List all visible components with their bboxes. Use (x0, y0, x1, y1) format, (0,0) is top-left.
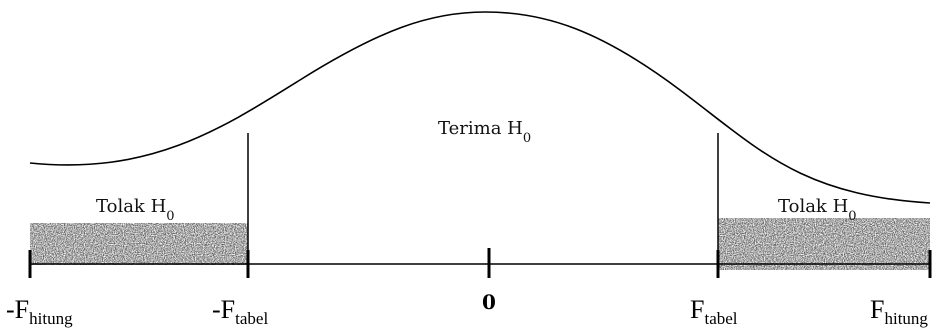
label-neg-f-tabel: -Ftabel (212, 295, 268, 328)
label-f-hitung: Fhitung (870, 295, 928, 328)
distribution-curve (29, 11, 931, 204)
right-reject-shading (718, 218, 930, 270)
accept-label: Terima H0 (438, 118, 531, 146)
label-zero: 0 (482, 290, 496, 314)
left-reject-shading (30, 223, 248, 265)
right-reject-label: Tolak H0 (778, 196, 857, 224)
label-f-tabel: Ftabel (690, 295, 738, 328)
left-reject-label: Tolak H0 (96, 196, 175, 224)
label-neg-f-hitung: -Fhitung (6, 295, 73, 328)
